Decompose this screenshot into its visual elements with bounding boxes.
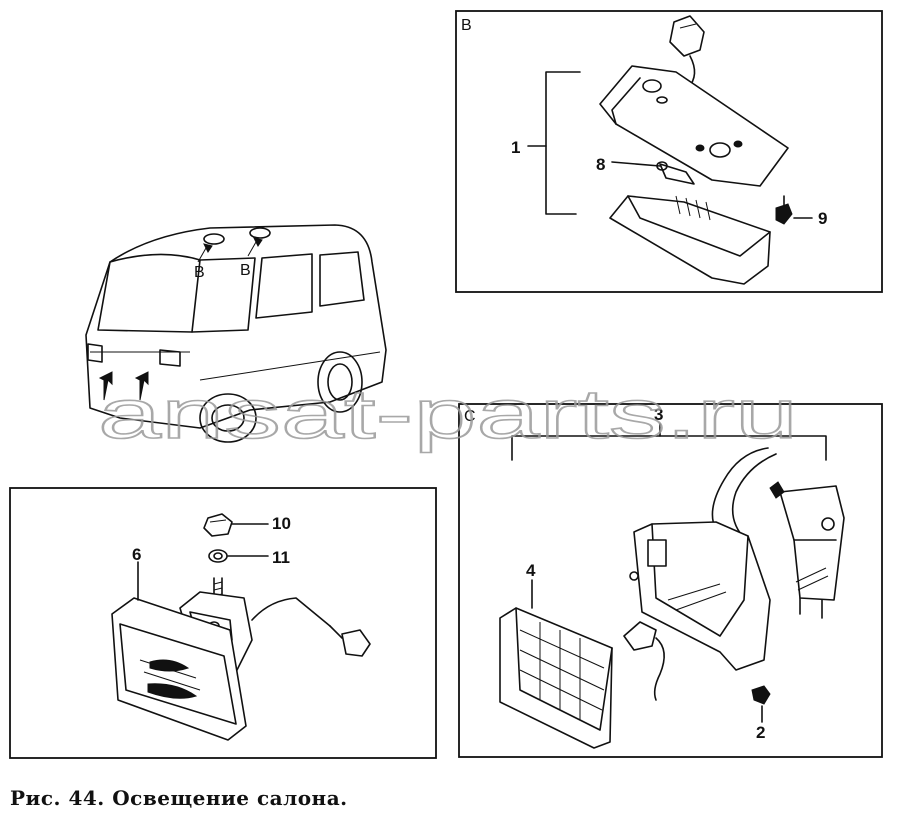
callout-11: 11 xyxy=(272,548,290,567)
van-illustration xyxy=(85,224,387,443)
panel-headlamp-frame xyxy=(9,487,437,759)
panel-b-frame xyxy=(455,10,883,293)
watermark-text: ansat-parts.ru xyxy=(98,375,798,453)
figure-caption: Рис. 44. Освещение салона. xyxy=(10,786,348,810)
map-lamp-assembly xyxy=(111,513,371,741)
callout-9: 9 xyxy=(818,209,827,228)
callout-8: 8 xyxy=(596,155,605,174)
callout-1: 1 xyxy=(511,138,520,157)
van-label-roof-left: B xyxy=(194,264,205,281)
callout-4: 4 xyxy=(526,561,536,580)
dome-lamp-assembly xyxy=(527,15,813,285)
callout-6: 6 xyxy=(132,545,141,564)
panel-c-frame xyxy=(458,403,883,758)
parts-diagram: B B B 1 8 9 C xyxy=(9,10,883,759)
callout-10: 10 xyxy=(272,514,291,533)
callout-3: 3 xyxy=(654,405,663,424)
panel-c-letter: C xyxy=(464,408,476,425)
callout-2: 2 xyxy=(756,723,765,742)
panel-b-letter: B xyxy=(461,17,472,34)
van-label-roof-right: B xyxy=(240,262,251,279)
spot-lamp-assembly xyxy=(499,423,845,749)
